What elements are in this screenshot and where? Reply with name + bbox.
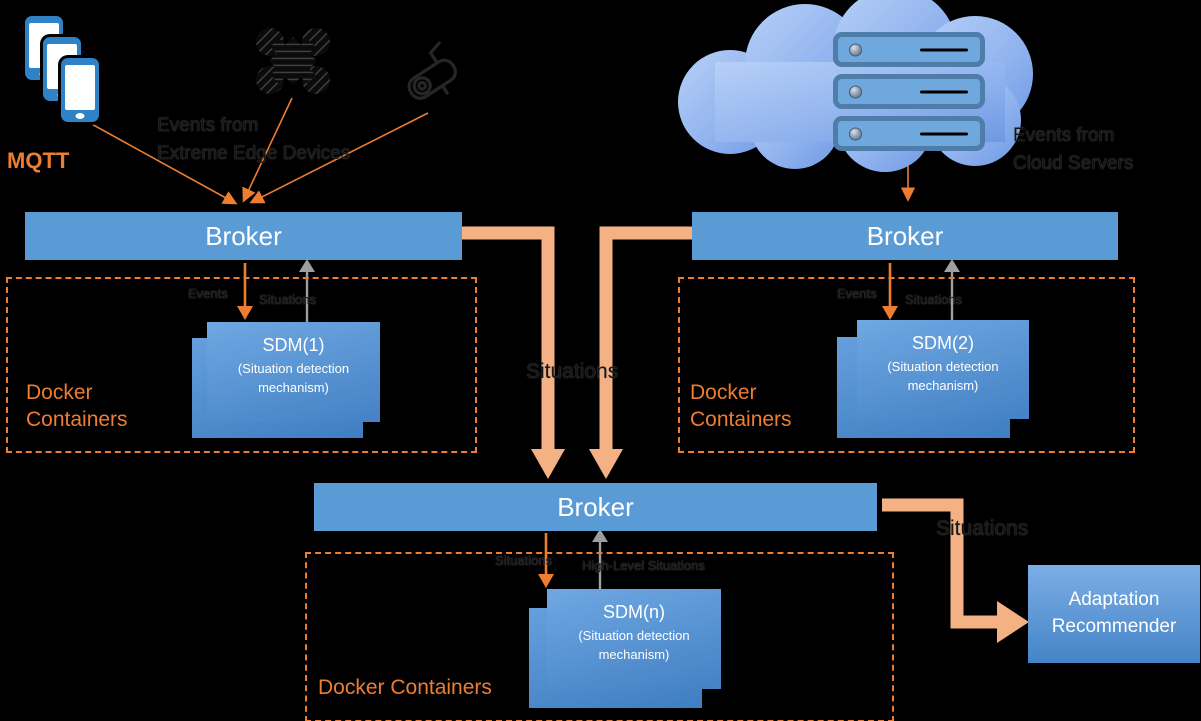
cloud-events-label: Events from Cloud Servers [1013, 122, 1133, 177]
sdmn-subtitle: (Situation detection mechanism) [578, 628, 690, 662]
sdm2-subtitle: (Situation detection mechanism) [887, 359, 999, 393]
left-situations-label: Situations [259, 292, 317, 307]
sdm1-subtitle: (Situation detection mechanism) [237, 361, 350, 395]
sdmn-card: SDM(n) (Situation detection mechanism) [547, 589, 721, 689]
high-level-situations-label: High-Level Situations [582, 558, 705, 573]
smartphone-icon [61, 58, 99, 122]
left-events-label: Events [188, 286, 228, 301]
sdm1-card: SDM(1) (Situation detection mechanism) [207, 322, 380, 422]
phone-screen [65, 65, 95, 110]
right-events-label: Events [837, 286, 877, 301]
situations-feed-label: Situations [526, 360, 619, 383]
phone-home-button [75, 113, 85, 119]
server-knob [849, 43, 862, 56]
center-situations-label: Situations [495, 553, 553, 568]
situations-to-recommender-arrowhead [997, 601, 1029, 643]
broker-center: Broker [314, 483, 877, 531]
server-slot [920, 132, 968, 135]
adaptation-recommender-box: Adaptation Recommender [1028, 565, 1200, 663]
broker-right: Broker [692, 212, 1118, 260]
cloud-events-line1: Events from [1013, 125, 1115, 146]
docker-containers-label-left: Docker Containers [26, 381, 128, 432]
sdm1-title: SDM(1) [262, 335, 325, 355]
cctv-camera-icon [407, 40, 457, 100]
docker-containers-label-bottom: Docker Containers [318, 676, 492, 699]
server-rack-icon [833, 32, 985, 67]
sdm2-title: SDM(2) [912, 333, 974, 353]
drone-icon [256, 28, 330, 94]
server-knob [849, 127, 862, 140]
right-situations-label: Situations [905, 292, 963, 307]
mqtt-label: MQTT [7, 148, 70, 173]
server-slot [920, 48, 968, 51]
sdm2-card: SDM(2) (Situation detection mechanism) [857, 320, 1029, 419]
edge-events-line2: Extreme Edge Devices [157, 142, 351, 164]
sdmn-title: SDM(n) [603, 602, 665, 622]
docker-containers-label-right: Docker Containers [690, 381, 792, 432]
edge-events-line1: Events from [157, 115, 259, 136]
server-rack-icon [833, 74, 985, 109]
situations-feed-arrowhead-left [531, 449, 565, 479]
cloud-events-line2: Cloud Servers [1013, 152, 1134, 174]
situations-feed-arrows [462, 226, 692, 451]
server-rack-icon [833, 116, 985, 151]
broker-left: Broker [25, 212, 462, 260]
server-knob [849, 85, 862, 98]
situations-feed-arrowhead-right [589, 449, 623, 479]
edge-events-label: Events from Extreme Edge Devices [157, 112, 350, 167]
server-slot [920, 90, 968, 93]
recommender-situations-label: Situations [936, 517, 1029, 540]
